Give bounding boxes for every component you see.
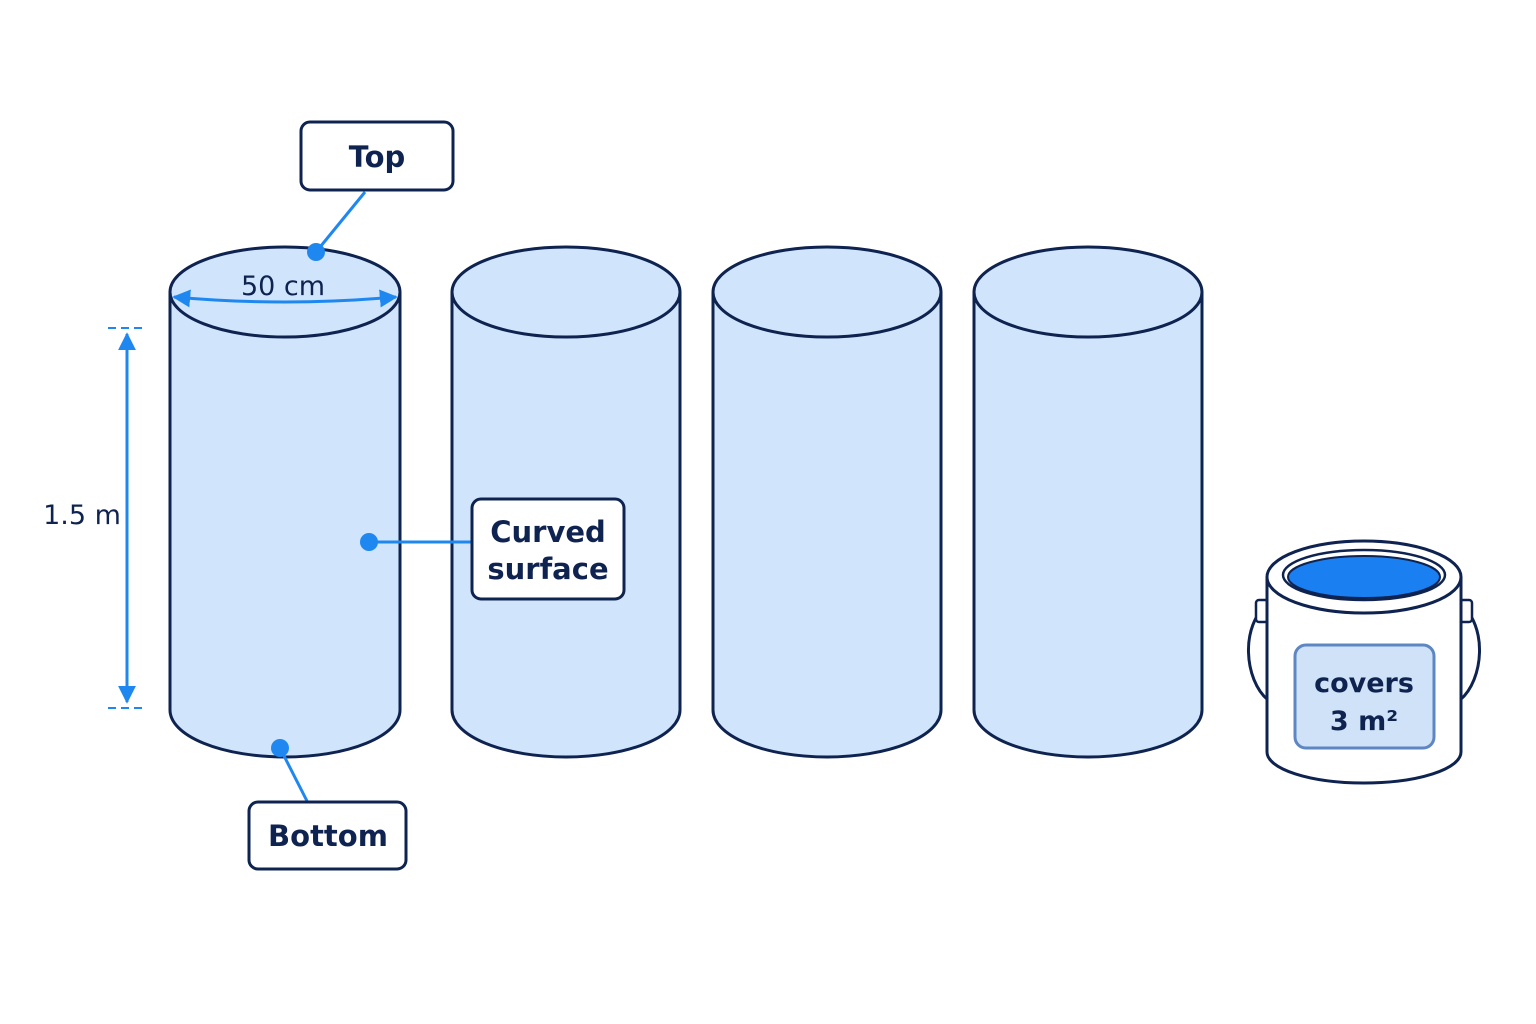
cylinder-3 — [711, 245, 943, 759]
paint-can-label-line2: 3 m² — [1330, 706, 1398, 737]
diameter-dimension: 50 cm — [172, 271, 398, 308]
curved-surface-callout: Curved surface — [360, 497, 626, 601]
top-label: Top — [349, 140, 406, 174]
cylinder-2-top — [450, 245, 682, 339]
bottom-leader-dot — [271, 739, 289, 757]
curved-leader-dot — [360, 533, 378, 551]
paint-surface — [1287, 555, 1441, 599]
cylinder-4 — [972, 245, 1204, 759]
curved-label-line1: Curved — [490, 515, 606, 549]
bottom-label-box — [247, 800, 408, 871]
cylinder-4-top — [972, 245, 1204, 339]
bottom-leader-line — [278, 747, 309, 802]
top-callout: Top — [299, 120, 455, 261]
cylinder-4-body — [972, 292, 1204, 759]
cylinder-3-body — [711, 292, 943, 759]
paint-can-label-line1: covers — [1314, 668, 1414, 699]
cylinder-3-top — [711, 245, 943, 339]
diameter-label: 50 cm — [241, 271, 325, 302]
curved-label-box — [470, 497, 626, 601]
height-label: 1.5 m — [43, 500, 121, 531]
paint-can: covers 3 m² — [1247, 539, 1481, 785]
bottom-label: Bottom — [268, 819, 388, 853]
curved-label-line2: surface — [487, 552, 608, 586]
top-leader-line — [314, 191, 367, 253]
diameter-arrow — [172, 289, 398, 308]
top-leader-dot — [307, 243, 325, 261]
cylinder-1 — [168, 245, 402, 759]
height-dimension: 1.5 m — [43, 327, 146, 709]
top-label-box — [299, 120, 455, 192]
paint-can-label-box — [1293, 643, 1436, 750]
bottom-callout: Bottom — [247, 739, 408, 871]
cylinder-1-body — [168, 292, 402, 759]
